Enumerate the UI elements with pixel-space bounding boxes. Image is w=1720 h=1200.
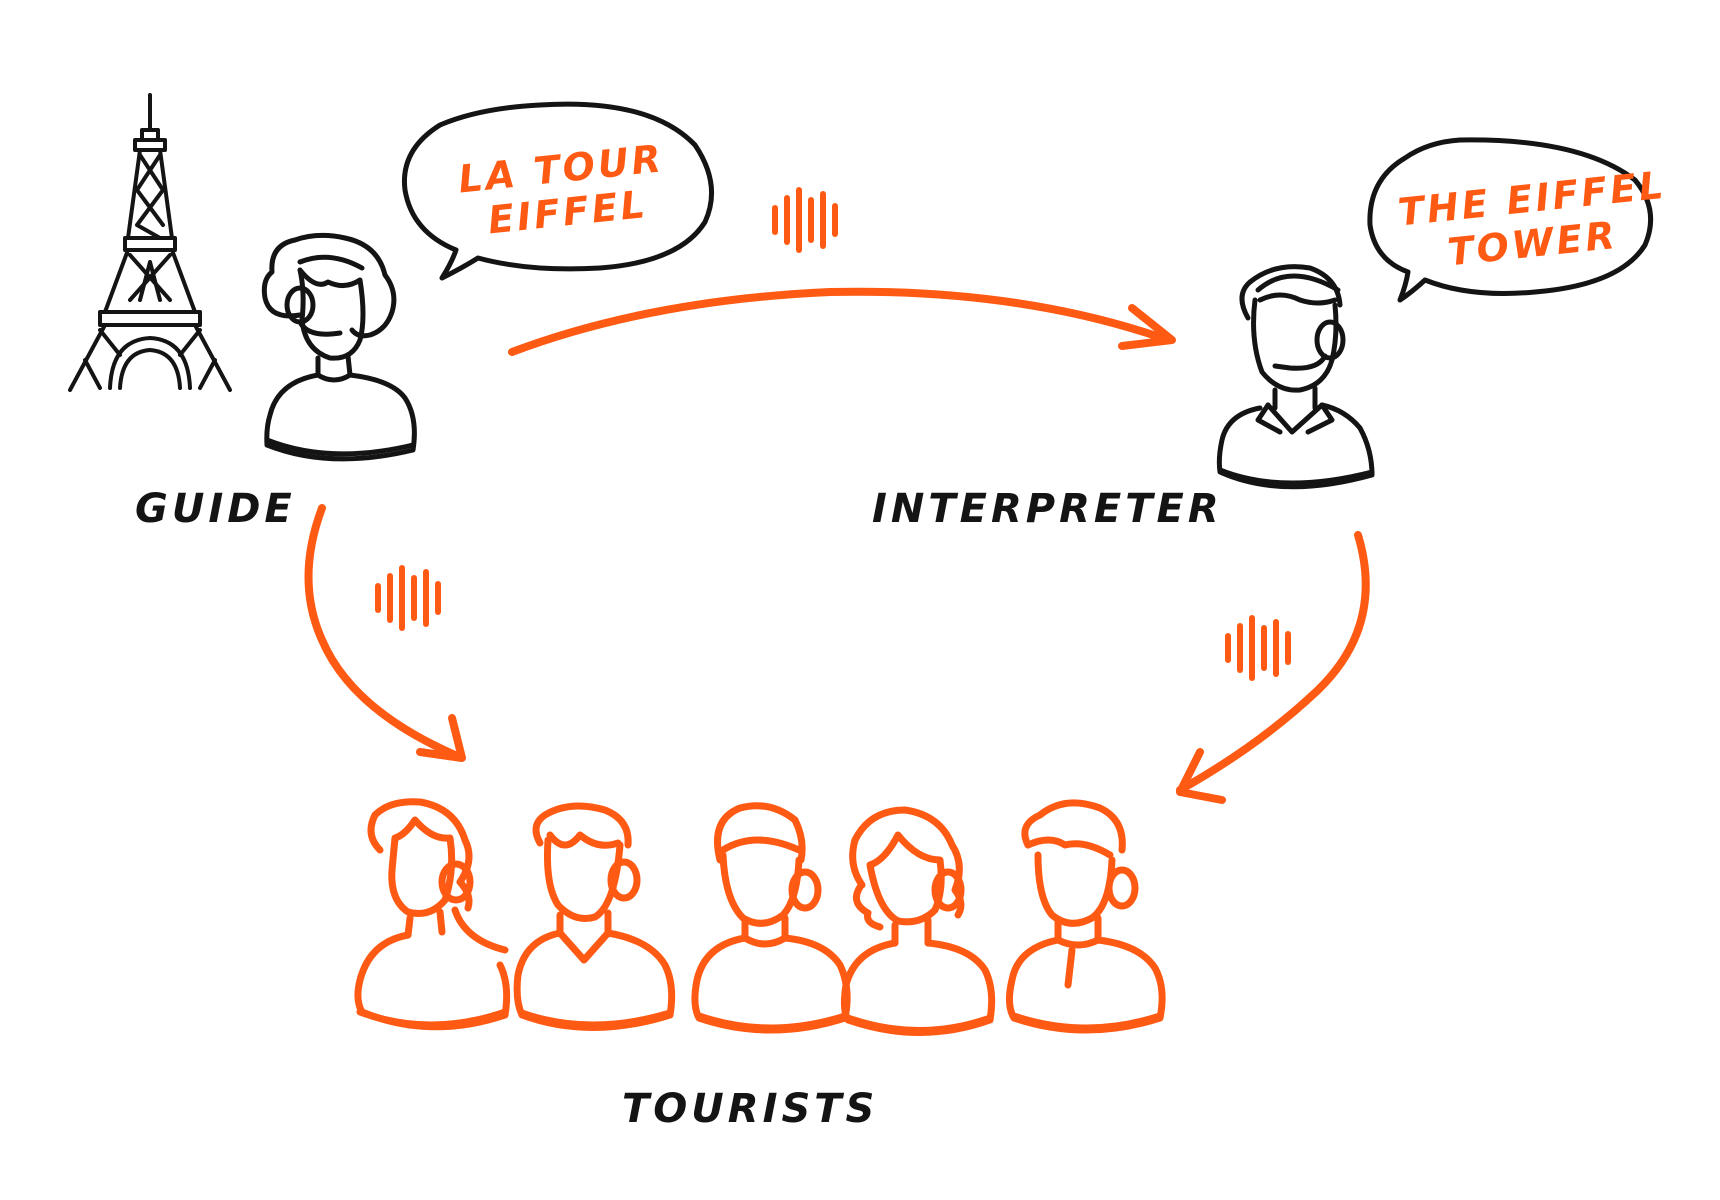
speech-bubble-icon bbox=[401, 101, 715, 281]
guide-label: GUIDE bbox=[135, 486, 296, 532]
tourist-headset-person-icon bbox=[513, 802, 676, 1031]
sound-wave-icon bbox=[1225, 615, 1291, 681]
eiffel-tower-icon bbox=[68, 93, 232, 392]
arrow-icon bbox=[508, 287, 1172, 356]
arrow-icon bbox=[304, 504, 459, 759]
tourist-headset-person-icon bbox=[840, 806, 996, 1036]
tourist-headset-person-icon bbox=[691, 802, 851, 1034]
guide-headset-person-icon bbox=[261, 232, 417, 462]
arrow-guide-to-tourists bbox=[304, 504, 466, 762]
sound-wave-icon bbox=[772, 187, 838, 253]
tourist-headset-person-icon bbox=[1005, 799, 1166, 1034]
guide-speech-bubble: LA TOUR EIFFEL bbox=[401, 101, 715, 281]
interpreter-label: INTERPRETER bbox=[872, 486, 1223, 532]
speech-bubble-icon bbox=[1367, 137, 1654, 303]
interpreter-headset-person-icon bbox=[1216, 264, 1375, 490]
tourists-label: TOURISTS bbox=[622, 1086, 878, 1132]
interpreter-speech-bubble: THE EIFFEL TOWER bbox=[1367, 137, 1668, 303]
sound-wave-icon bbox=[375, 565, 441, 631]
arrow-guide-to-interpreter bbox=[508, 287, 1176, 356]
arrow-icon bbox=[1176, 531, 1370, 794]
arrow-interpreter-to-tourists bbox=[1176, 531, 1370, 804]
tourist-headset-person-icon bbox=[354, 798, 511, 1031]
